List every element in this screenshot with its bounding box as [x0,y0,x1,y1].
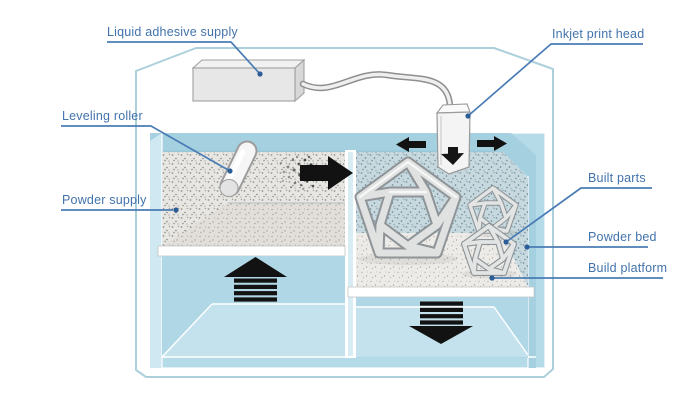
print-head-right-arrow-icon [477,136,507,151]
adhesive-supply-box [191,58,306,103]
piston-down-arrow-icon [409,301,473,344]
label-build-platform: Build platform [588,261,668,275]
built-part-small-2 [461,223,517,276]
print-head-down-arrow-icon [441,147,464,165]
divider-wall [345,150,356,358]
leader-lines [61,41,663,279]
label-powder-bed: Powder bed [588,230,657,244]
leader-inkjet-print-head [467,43,643,117]
powder-supply-surface [162,203,345,246]
powder-supply-chamber [157,152,536,358]
print-head [435,103,471,175]
adhesive-tube [299,71,454,110]
label-built-parts: Built parts [588,171,646,185]
built-part-large [354,156,462,259]
built-parts [354,156,519,279]
label-liquid-adhesive-supply: Liquid adhesive supply [107,25,238,39]
powder-spread-arrow-icon [279,155,353,190]
piston-up-arrow-icon [224,257,287,302]
print-head-left-arrow-icon [396,137,426,152]
build-piston-plate [347,286,535,298]
machine-enclosure-outline [135,47,554,378]
label-inkjet-print-head: Inkjet print head [552,27,645,41]
label-powder-supply: Powder supply [62,193,147,207]
supply-chamber-floor [162,304,345,357]
leader-leveling-roller [61,125,231,172]
leader-dots [173,71,530,281]
label-leveling-roller: Leveling roller [62,109,143,123]
container-left-wall [150,133,162,368]
leader-liquid-adhesive-supply [107,41,261,75]
container-rim-corner [503,133,536,368]
leveling-roller [219,140,258,197]
leader-built-parts [505,187,652,243]
supply-piston-plate [157,245,346,257]
